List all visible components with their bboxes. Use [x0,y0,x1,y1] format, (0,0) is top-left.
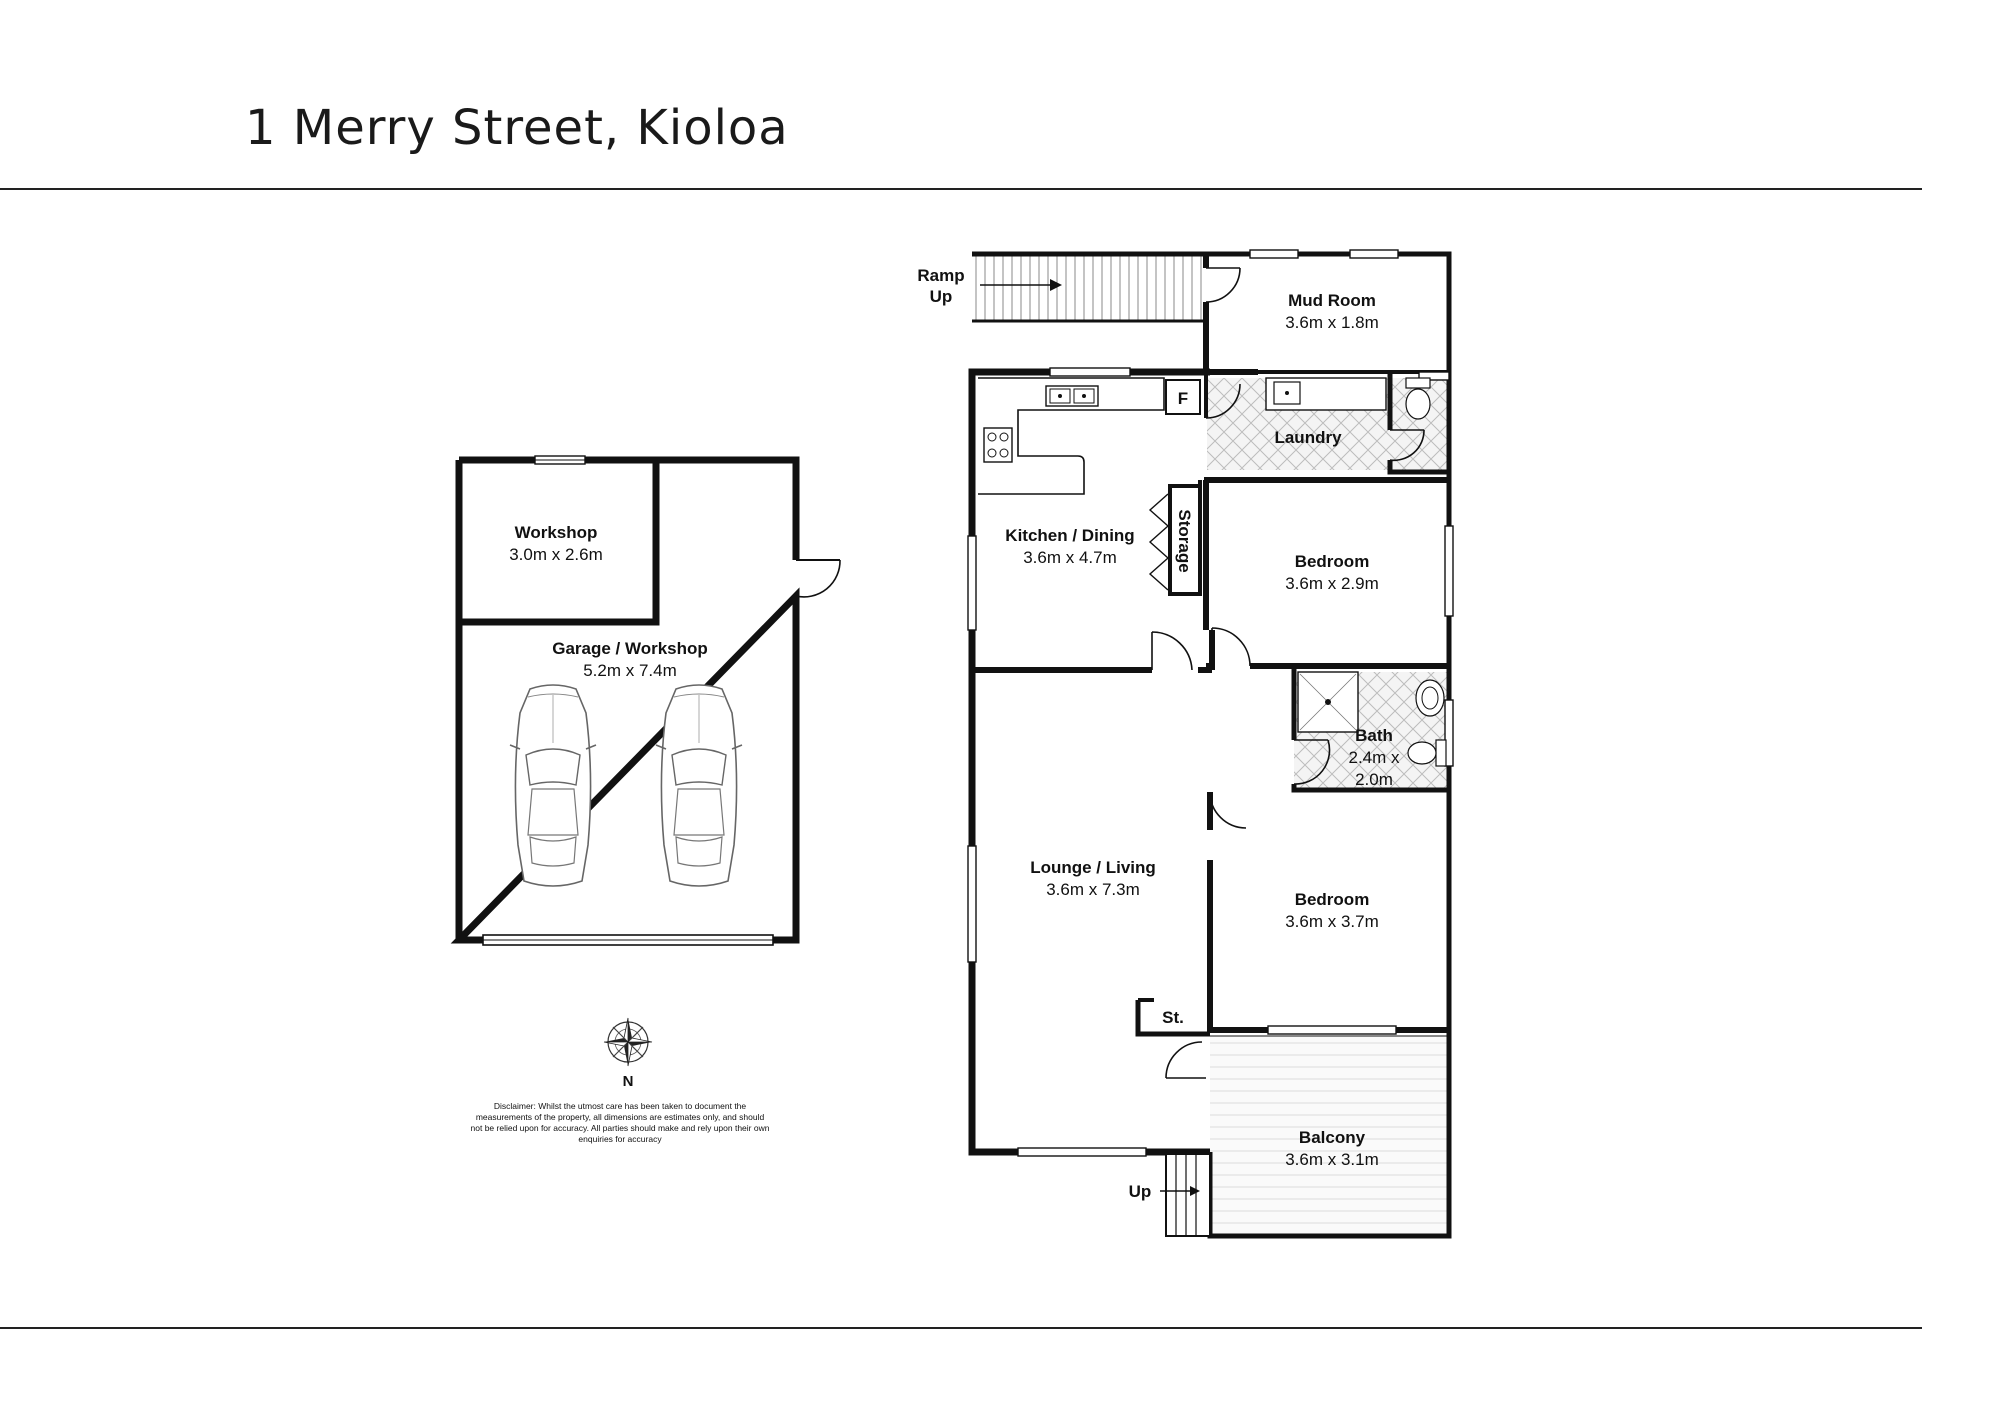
ramp-label: Ramp [917,266,964,285]
kitchen-bench: F [978,377,1201,495]
ramp-up-label: Up [930,287,953,306]
room-size-bath-2: 2.0m [1355,770,1393,789]
toilet-icon [1405,377,1431,420]
basin-icon [1415,679,1445,717]
stairs-up-label: Up [1129,1182,1152,1201]
page-title: 1 Merry Street, Kioloa [245,100,789,156]
sink-icon [1045,385,1099,407]
storage-door [1148,493,1170,591]
room-name-bedroom-1: Bedroom [1295,552,1370,571]
room-size-kitchen: 3.6m x 4.7m [1023,548,1117,567]
arrow-icon [1190,1186,1200,1196]
balcony-stairs: Up [1129,1153,1211,1237]
room-size-bedroom-1: 3.6m x 2.9m [1285,574,1379,593]
room-size-bedroom-2: 3.6m x 3.7m [1285,912,1379,931]
room-size-bath-1: 2.4m x [1348,748,1400,767]
shower-icon [1297,671,1359,733]
room-name-laundry: Laundry [1274,428,1342,447]
house-plan: Ramp Up [917,249,1454,1239]
room-size-mud-room: 3.6m x 1.8m [1285,313,1379,332]
room-size-workshop: 3.0m x 2.6m [509,545,603,564]
car-icon [509,684,597,887]
top-divider [0,188,1922,190]
laundry-tub [1265,377,1387,411]
room-name-workshop: Workshop [515,523,598,542]
cooktop-icon [983,427,1013,463]
room-name-store: St. [1162,1008,1184,1027]
room-name-bath: Bath [1355,726,1393,745]
room-size-lounge: 3.6m x 7.3m [1046,880,1140,899]
fridge-icon: F [1165,379,1201,415]
door-swing-icon [795,559,841,598]
toilet-icon [1407,739,1447,767]
room-name-garage: Garage / Workshop [552,639,708,658]
window-icon [967,249,1454,1157]
garage-building: Workshop 3.0m x 2.6m Garage / Workshop 5… [450,455,841,946]
room-name-lounge: Lounge / Living [1030,858,1156,877]
fridge-label: F [1178,389,1188,408]
north-label: N [623,1073,634,1090]
arrow-icon [1050,279,1062,291]
room-name-bedroom-2: Bedroom [1295,890,1370,909]
car-icon [655,684,743,887]
room-size-garage: 5.2m x 7.4m [583,661,677,680]
room-name-kitchen: Kitchen / Dining [1005,526,1134,545]
disclaimer: Disclaimer: Whilst the utmost care has b… [470,1101,770,1144]
door-swing-icon [1151,267,1425,1079]
room-name-balcony: Balcony [1299,1128,1366,1147]
room-size-balcony: 3.6m x 3.1m [1285,1150,1379,1169]
room-name-storage: Storage [1175,509,1194,572]
entry-ramp: Ramp Up [917,251,1206,323]
bottom-divider [0,1327,1922,1329]
compass-icon: N [603,1017,653,1090]
room-name-mud-room: Mud Room [1288,291,1376,310]
garage-door [482,934,774,946]
window-icon [534,455,586,465]
